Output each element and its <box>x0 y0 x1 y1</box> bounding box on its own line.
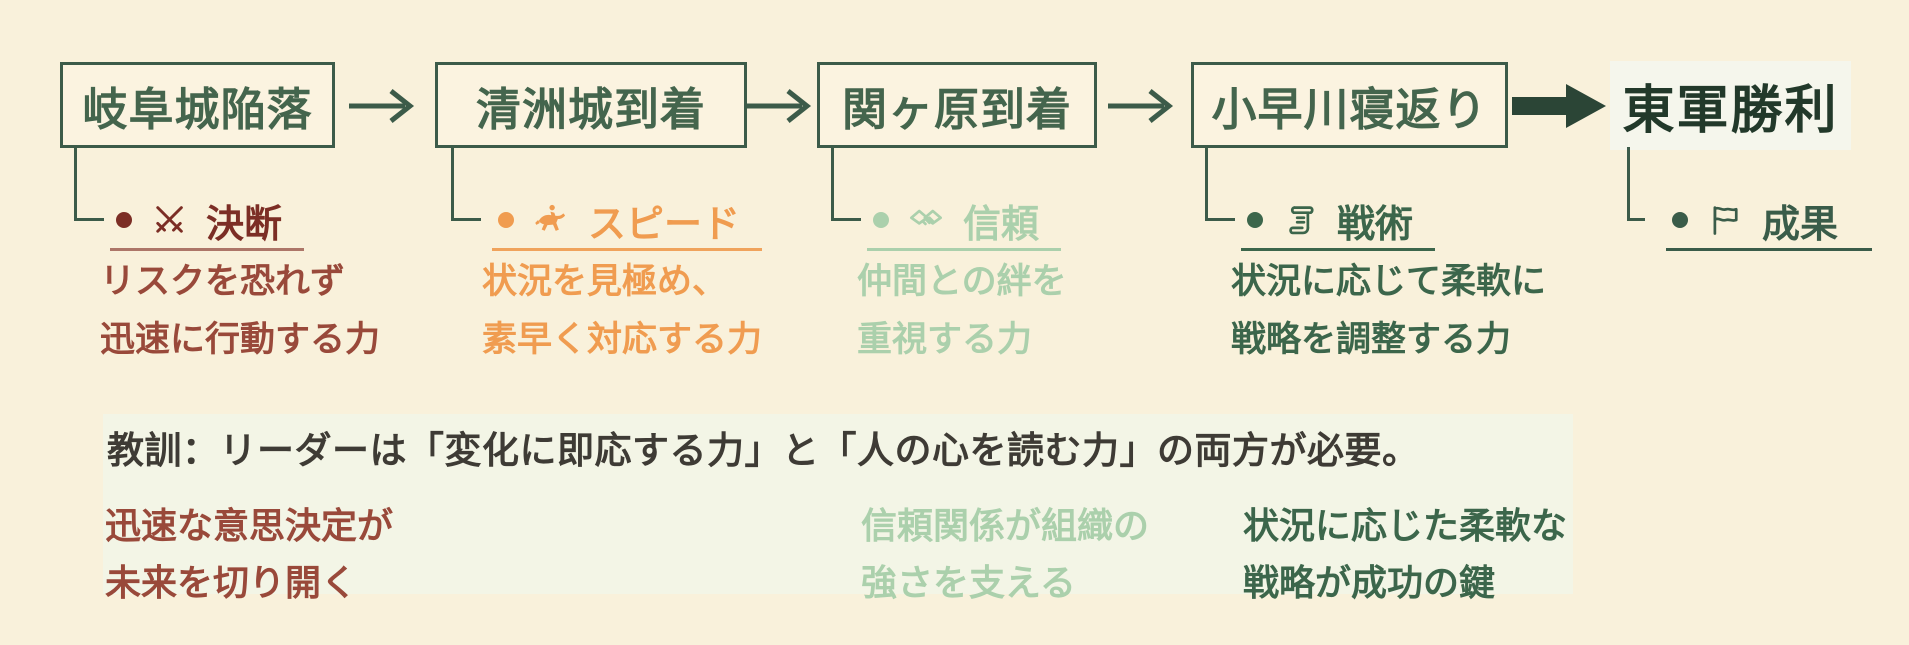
flow-node-kiyosu-castle-arrival: 清洲城到着 <box>435 62 747 148</box>
node-description-decision: リスクを恐れず 迅速に行動する力 <box>100 253 380 369</box>
keyword-label: 戦術 <box>1337 201 1414 246</box>
bullet-dot <box>1672 212 1688 228</box>
connector-elbow <box>831 147 861 221</box>
scroll-icon <box>1289 206 1314 235</box>
node-description-tactics: 状況に応じて柔軟に 戦略を調整する力 <box>1231 253 1546 369</box>
keyword-row-results: 成果 <box>1666 198 1873 251</box>
keyword-row-trust: 信頼 <box>867 198 1062 251</box>
description-line: 戦略を調整する力 <box>1231 320 1512 360</box>
keyword-row-speed: スピード <box>492 198 763 251</box>
keyword-row-decision: 決断 <box>110 198 305 251</box>
note-line: 状況に応じた柔軟な <box>1243 506 1568 547</box>
crossed-swords-icon <box>156 206 183 233</box>
arrow-right-thick-icon <box>1512 84 1606 128</box>
note-line: 戦略が成功の鍵 <box>1243 563 1496 604</box>
keyword-row-tactics: 戦術 <box>1241 198 1436 251</box>
description-line: 状況を見極め、 <box>482 262 728 302</box>
node-description-speed: 状況を見極め、 素早く対応する力 <box>482 253 762 369</box>
horse-rider-icon <box>535 204 566 231</box>
description-line: 迅速に行動する力 <box>100 320 381 360</box>
arrow-right-icon <box>746 89 812 123</box>
lesson-note-decision: 迅速な意思決定が 未来を切り開く <box>105 498 393 612</box>
description-line: 重視する力 <box>857 320 1033 360</box>
flow-node-eastern-army-victory: 東軍勝利 <box>1610 61 1851 150</box>
connector-elbow <box>1205 147 1235 221</box>
node-description-trust: 仲間との絆を 重視する力 <box>857 253 1067 369</box>
flag-icon <box>1713 206 1738 235</box>
arrow-right-icon <box>349 89 415 123</box>
lesson-note-trust: 信頼関係が組織の 強さを支える <box>861 498 1149 612</box>
connector-elbow <box>1627 147 1645 221</box>
lesson-headline: 教訓：リーダーは「変化に即応する力」と「人の心を読む力」の両方が必要。 <box>107 429 1420 472</box>
arrow-right-icon <box>1108 89 1174 123</box>
description-line: リスクを恐れず <box>100 262 346 302</box>
description-line: 状況に応じて柔軟に <box>1231 262 1547 302</box>
note-line: 迅速な意思決定が <box>105 506 394 547</box>
note-line: 強さを支える <box>861 563 1076 604</box>
connector-elbow <box>74 147 104 221</box>
lesson-note-strategy: 状況に応じた柔軟な 戦略が成功の鍵 <box>1243 498 1567 612</box>
note-line: 信頼関係が組織の <box>861 506 1150 547</box>
keyword-label: 信頼 <box>963 201 1040 246</box>
keyword-label: 成果 <box>1762 201 1839 246</box>
description-line: 仲間との絆を <box>857 262 1067 302</box>
bullet-dot <box>116 212 132 228</box>
keyword-label: スピード <box>588 201 741 246</box>
handshake-icon <box>910 209 942 226</box>
flow-node-gifu-castle-falls: 岐阜城陥落 <box>60 62 335 148</box>
lesson-background-band <box>103 414 1573 594</box>
note-line: 未来を切り開く <box>105 563 358 604</box>
keyword-label: 決断 <box>206 201 283 246</box>
flow-node-sekigahara-arrival: 関ヶ原到着 <box>817 62 1097 148</box>
bullet-dot <box>498 212 514 228</box>
description-line: 素早く対応する力 <box>482 320 763 360</box>
connector-elbow <box>451 147 481 221</box>
flow-node-kobayakawa-betrayal: 小早川寝返り <box>1191 62 1508 148</box>
bullet-dot <box>873 212 889 228</box>
bullet-dot <box>1247 212 1263 228</box>
